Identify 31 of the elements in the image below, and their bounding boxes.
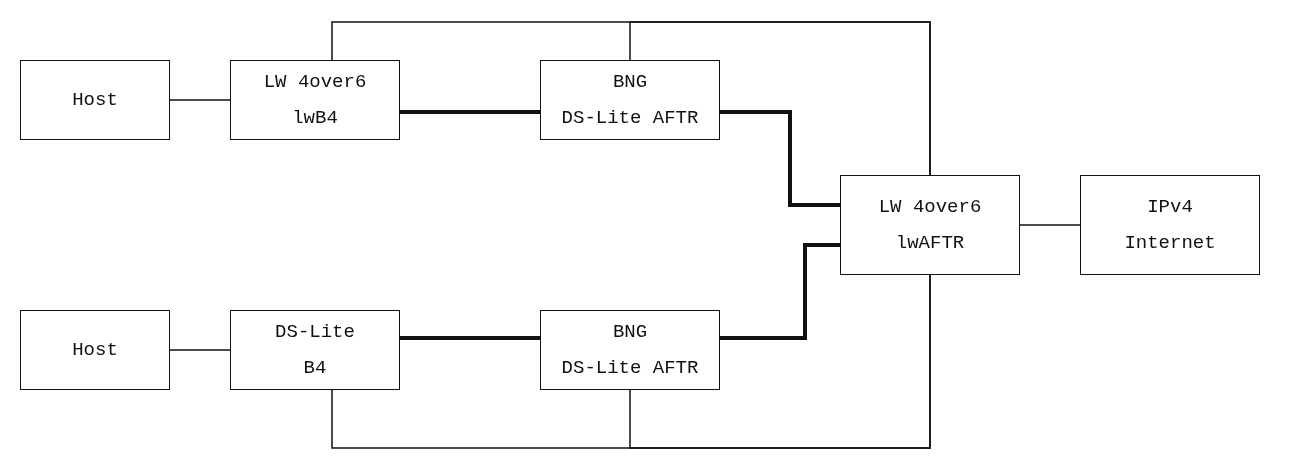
network-box [540, 310, 720, 390]
node-label: DS-Lite [275, 321, 355, 343]
node-label: lwB4 [292, 107, 338, 129]
connector-line [720, 243, 840, 340]
node-label: Host [72, 89, 118, 111]
connector-line [629, 274, 931, 449]
connector-line [169, 349, 231, 351]
node-label: DS-Lite AFTR [561, 107, 699, 129]
network-box [230, 310, 400, 390]
node-label: Internet [1124, 232, 1216, 254]
connector-line [629, 21, 931, 176]
node-label: B4 [303, 357, 327, 379]
node-label: LW 4over6 [878, 196, 982, 218]
connector-line [400, 336, 540, 340]
connector-line [169, 99, 231, 101]
node-label: LW 4over6 [263, 71, 367, 93]
connector-line [1019, 224, 1081, 226]
node-label: lwAFTR [895, 232, 965, 254]
network-box [20, 310, 170, 390]
network-box [20, 60, 170, 140]
network-box [1080, 175, 1260, 275]
network-box [540, 60, 720, 140]
connector-line [720, 110, 840, 207]
network-box [230, 60, 400, 140]
node-label: DS-Lite AFTR [561, 357, 699, 379]
node-label: BNG [612, 71, 648, 93]
node-label: Host [72, 339, 118, 361]
node-label: BNG [612, 321, 648, 343]
network-box [840, 175, 1020, 275]
connector-line [400, 110, 540, 114]
node-label: IPv4 [1147, 196, 1193, 218]
